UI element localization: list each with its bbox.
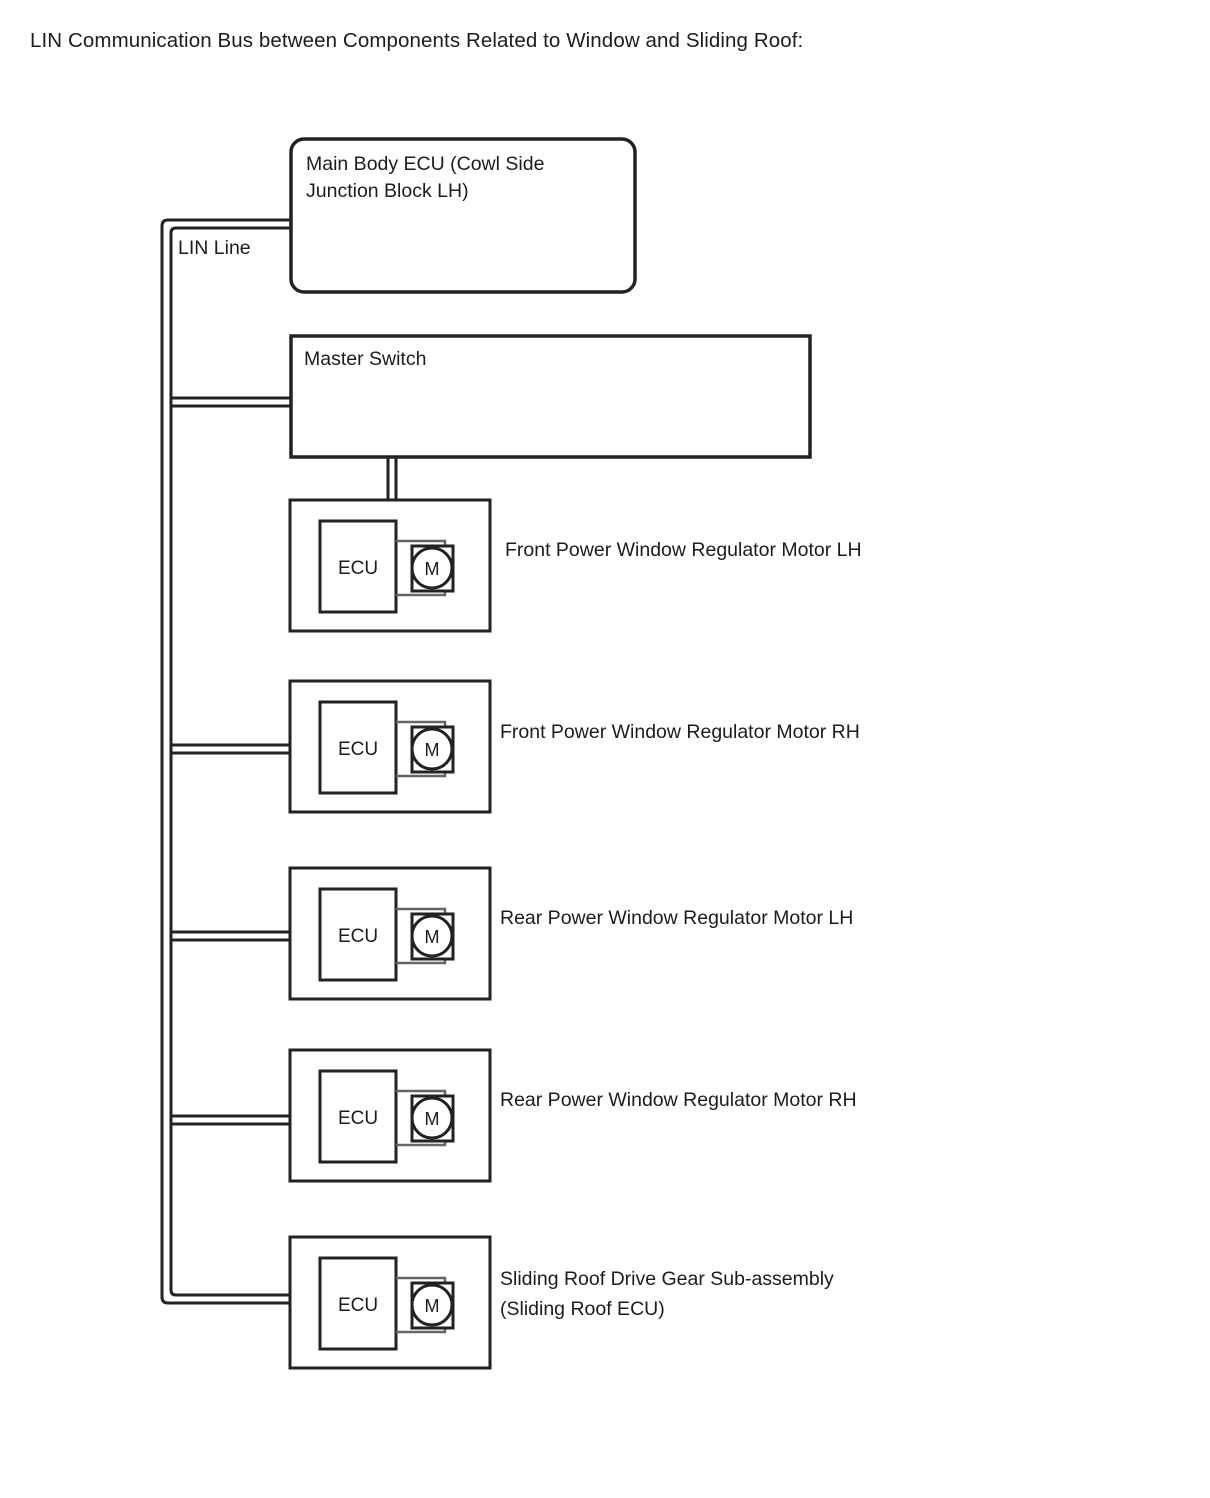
- branch-motor-3: [171, 930, 291, 942]
- motor-unit-3-ecu-label: ECU: [338, 926, 378, 947]
- motor-unit-2-label: Front Power Window Regulator Motor RH: [500, 721, 860, 743]
- main-body-ecu-box: [289, 137, 637, 294]
- motor-unit-5-ecu-label: ECU: [338, 1295, 378, 1316]
- motor-unit-2-symbol: ECU M: [288, 679, 492, 814]
- motor-unit-5-label: Sliding Roof Drive Gear Sub-assembly (Sl…: [500, 1268, 834, 1320]
- branch-motor-2: [171, 743, 291, 755]
- motor-unit-4-motor-label: M: [425, 1109, 440, 1129]
- master-switch-label: Master Switch: [304, 348, 427, 370]
- motor-unit-4-symbol: ECU M: [288, 1048, 492, 1183]
- master-switch-box: [289, 334, 812, 459]
- motor-unit-1-label: Front Power Window Regulator Motor LH: [505, 539, 862, 561]
- motor-unit-5-motor-label: M: [425, 1296, 440, 1316]
- motor-unit-4-label: Rear Power Window Regulator Motor RH: [500, 1089, 857, 1111]
- motor-unit-1-ecu-label: ECU: [338, 558, 378, 579]
- page-title: LIN Communication Bus between Components…: [30, 29, 804, 52]
- lin-line-label: LIN Line: [178, 237, 251, 259]
- connector-master-switch-to-motor-1: [386, 457, 398, 500]
- lin-bus-outer-trace: [160, 218, 291, 1305]
- motor-unit-5-symbol: ECU M: [288, 1235, 492, 1370]
- motor-unit-3-motor-label: M: [425, 927, 440, 947]
- motor-unit-2-motor-label: M: [425, 740, 440, 760]
- motor-unit-1-motor-label: M: [425, 559, 440, 579]
- lin-bus-inner-trace: [169, 226, 291, 1297]
- branch-motor-4: [171, 1114, 291, 1126]
- motor-unit-3-label: Rear Power Window Regulator Motor LH: [500, 907, 854, 929]
- branch-master-switch: [171, 396, 291, 408]
- main-body-ecu-label: Main Body ECU (Cowl Side Junction Block …: [306, 153, 545, 202]
- motor-unit-3-symbol: ECU M: [288, 866, 492, 1001]
- motor-unit-2-ecu-label: ECU: [338, 739, 378, 760]
- motor-unit-1-symbol: ECU M: [288, 498, 492, 633]
- motor-unit-4-ecu-label: ECU: [338, 1108, 378, 1129]
- lin-bus-rail: [160, 218, 291, 1305]
